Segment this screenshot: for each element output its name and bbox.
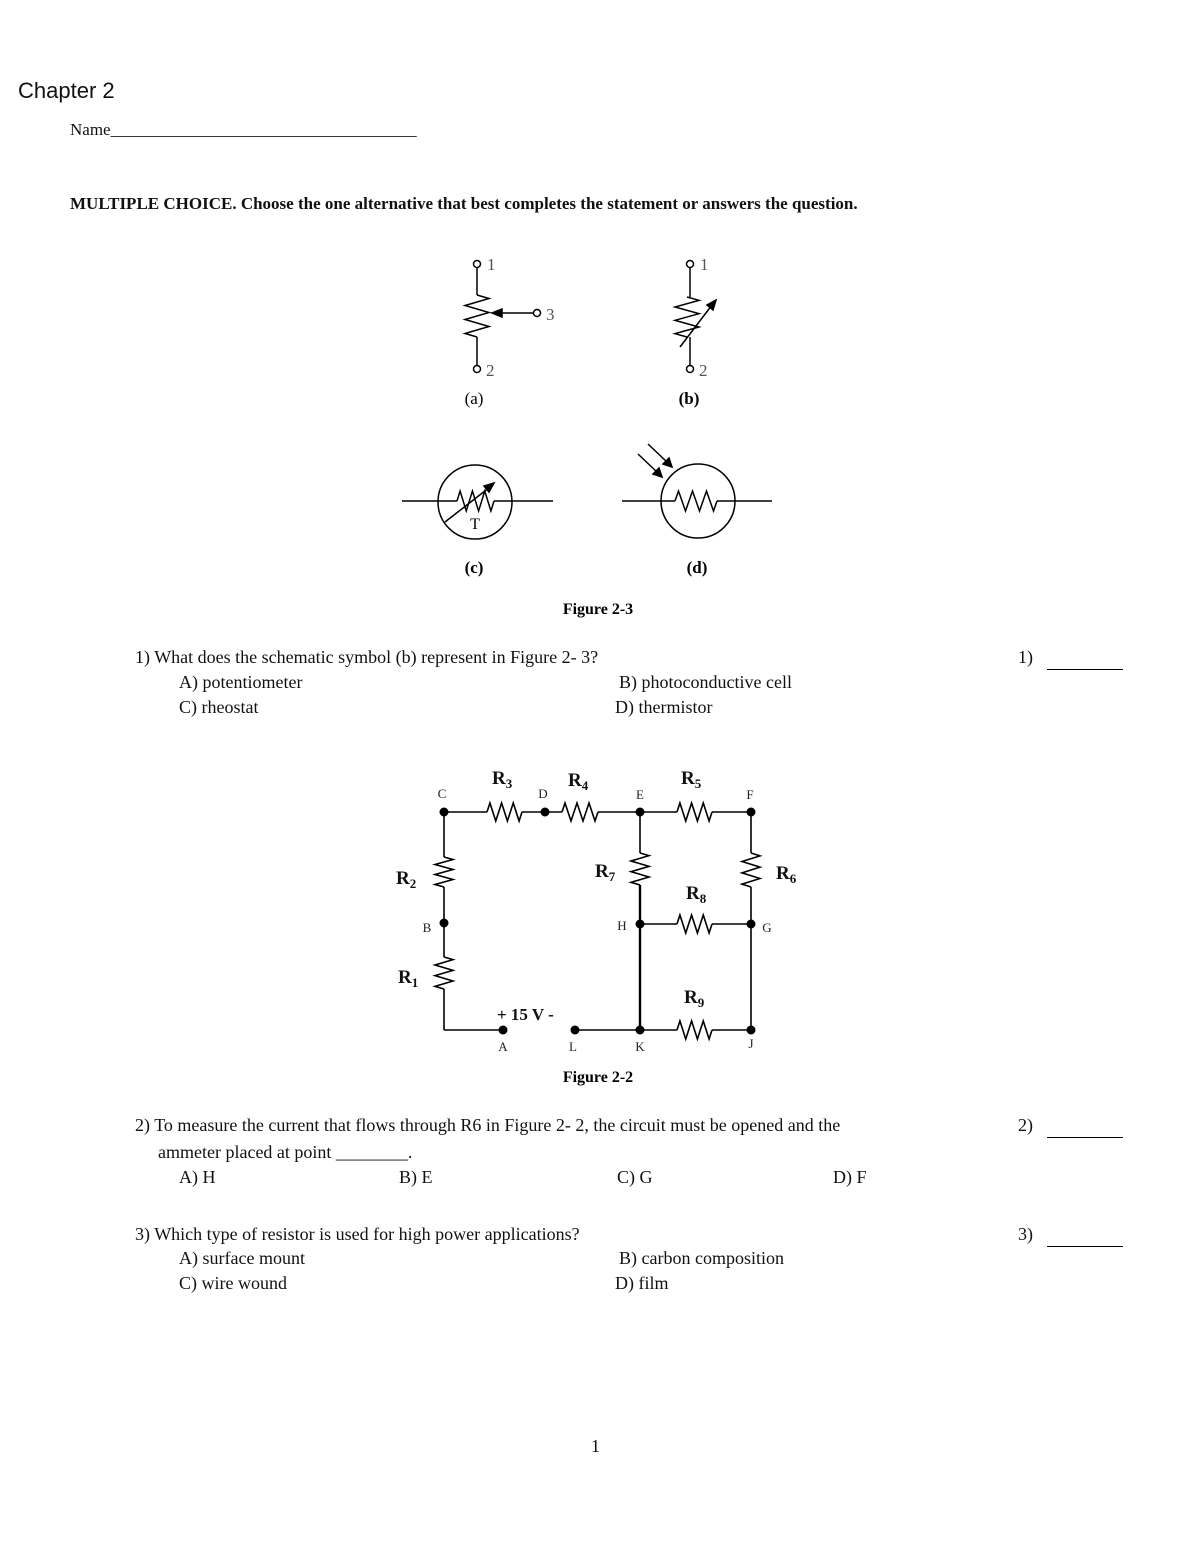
figure-2-3 bbox=[402, 259, 772, 540]
resistor-label-r6: R6 bbox=[776, 863, 797, 886]
resistor-zigzag bbox=[561, 800, 599, 824]
resistor-zigzag bbox=[676, 1018, 713, 1042]
option-b[interactable]: B) photoconductive cell bbox=[619, 672, 792, 692]
option-a[interactable]: A) H bbox=[179, 1167, 216, 1187]
symbol-label-b: (b) bbox=[679, 389, 700, 408]
thermistor-t-label: T bbox=[470, 516, 480, 533]
symbol-label-c: (c) bbox=[465, 558, 484, 577]
rheostat-symbol bbox=[672, 259, 718, 374]
terminal-label: 1 bbox=[700, 255, 709, 274]
option-c[interactable]: C) G bbox=[617, 1167, 653, 1187]
node-label: E bbox=[636, 787, 644, 802]
answer-number: 1) bbox=[1018, 647, 1033, 667]
node-label: L bbox=[569, 1039, 577, 1054]
answer-blank-3[interactable] bbox=[1047, 1246, 1123, 1247]
option-b[interactable]: B) E bbox=[399, 1167, 433, 1187]
option-d[interactable]: D) thermistor bbox=[615, 697, 713, 717]
photoconductive-cell-symbol bbox=[622, 443, 772, 539]
node-label: D bbox=[538, 786, 547, 801]
resistor-zigzag bbox=[462, 294, 492, 338]
option-c[interactable]: C) rheostat bbox=[179, 697, 259, 717]
potentiometer-symbol bbox=[462, 259, 542, 374]
option-a[interactable]: A) potentiometer bbox=[179, 672, 303, 692]
resistor-zigzag bbox=[628, 852, 652, 886]
node-label: A bbox=[498, 1039, 508, 1054]
terminal-label: 3 bbox=[546, 305, 555, 324]
resistor-label-r4: R4 bbox=[568, 770, 589, 793]
question-text: To measure the current that flows throug… bbox=[154, 1115, 841, 1135]
node-label: J bbox=[748, 1036, 753, 1051]
option-b[interactable]: B) carbon composition bbox=[619, 1248, 784, 1268]
terminal-label: 2 bbox=[699, 361, 708, 380]
question-2-line-2: ammeter placed at point ________. bbox=[158, 1142, 413, 1162]
resistor-label-r2: R2 bbox=[396, 868, 416, 891]
answer-blank-1[interactable] bbox=[1047, 669, 1123, 670]
node-label: C bbox=[438, 786, 447, 801]
figure-2-2-caption: Figure 2-2 bbox=[563, 1069, 633, 1086]
resistor-zigzag bbox=[432, 856, 456, 888]
figure-2-3-caption: Figure 2-3 bbox=[563, 601, 633, 618]
page-number: 1 bbox=[591, 1436, 600, 1456]
answer-blank-2[interactable] bbox=[1047, 1137, 1123, 1138]
option-c[interactable]: C) wire wound bbox=[179, 1273, 287, 1293]
resistor-zigzag bbox=[486, 800, 523, 824]
node-label: B bbox=[423, 920, 432, 935]
answer-number: 3) bbox=[1018, 1224, 1033, 1244]
instructions: MULTIPLE CHOICE. Choose the one alternat… bbox=[70, 194, 858, 213]
resistor-zigzag bbox=[676, 800, 713, 824]
resistor-label-r8: R8 bbox=[686, 883, 707, 906]
chapter-title: Chapter 2 bbox=[18, 78, 115, 103]
node-label: H bbox=[617, 918, 626, 933]
resistor-zigzag bbox=[739, 852, 763, 888]
answer-number: 2) bbox=[1018, 1115, 1033, 1135]
name-label: Name bbox=[70, 120, 111, 139]
resistor-label-r9: R9 bbox=[684, 987, 705, 1010]
resistor-zigzag bbox=[674, 488, 718, 514]
name-field: Name____________________________________ bbox=[70, 120, 417, 140]
resistor-zigzag bbox=[676, 912, 713, 936]
question-text: What does the schematic symbol (b) repre… bbox=[154, 647, 599, 667]
resistor-label-r7: R7 bbox=[595, 861, 616, 884]
thermistor-symbol bbox=[402, 464, 553, 540]
resistor-label-r1: R1 bbox=[398, 967, 418, 990]
option-d[interactable]: D) F bbox=[833, 1167, 867, 1187]
resistor-zigzag bbox=[456, 488, 495, 514]
voltage-source-label: + 15 V - bbox=[497, 1005, 554, 1024]
terminal-label: 2 bbox=[486, 361, 495, 380]
terminal-label: 1 bbox=[487, 255, 496, 274]
question-3: 3) Which type of resistor is used for hi… bbox=[135, 1224, 580, 1244]
resistor-label-r3: R3 bbox=[492, 768, 513, 791]
node-label: F bbox=[746, 787, 753, 802]
symbol-label-d: (d) bbox=[687, 558, 708, 577]
option-d[interactable]: D) film bbox=[615, 1273, 669, 1293]
resistor-label-r5: R5 bbox=[681, 768, 702, 791]
symbol-label-a: (a) bbox=[465, 389, 484, 408]
question-1: 1) What does the schematic symbol (b) re… bbox=[135, 647, 599, 667]
question-text: Which type of resistor is used for high … bbox=[154, 1224, 580, 1244]
figure-2-2-circuit bbox=[432, 800, 763, 1042]
resistor-zigzag bbox=[672, 296, 702, 338]
option-a[interactable]: A) surface mount bbox=[179, 1248, 305, 1268]
resistor-zigzag bbox=[432, 956, 456, 990]
question-2: 2) To measure the current that flows thr… bbox=[135, 1115, 841, 1135]
node-label: K bbox=[635, 1039, 645, 1054]
node-label: G bbox=[762, 920, 771, 935]
name-blank: ____________________________________ bbox=[110, 120, 417, 139]
circuit-nodes bbox=[439, 807, 756, 1035]
